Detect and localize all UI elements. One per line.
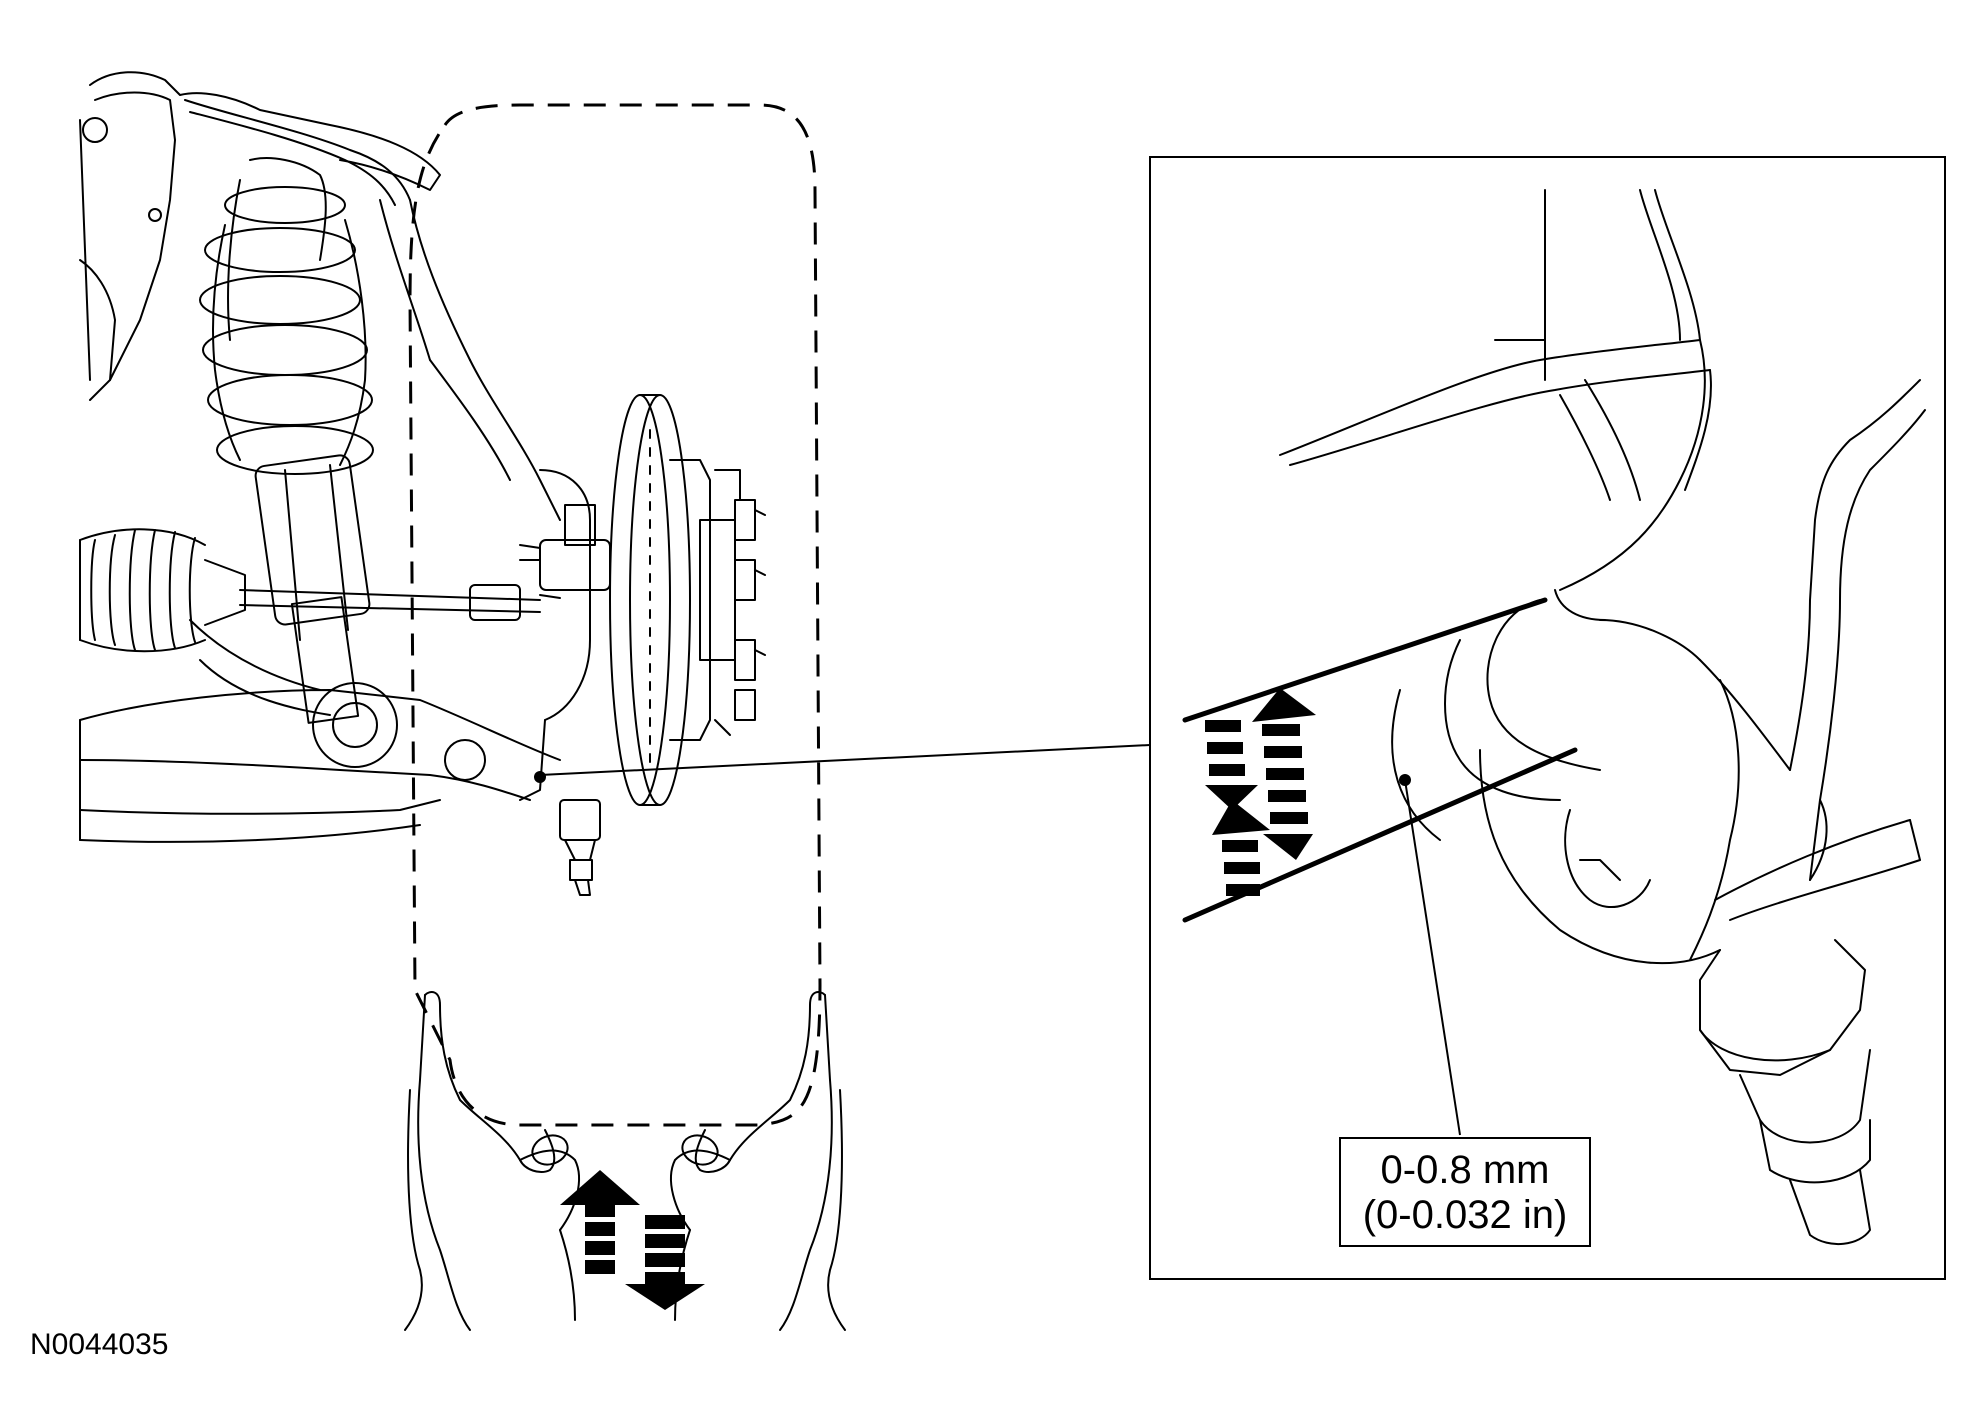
measurement-imperial: (0-0.032 in) [1363,1193,1568,1237]
measurement-callout: 0-0.8 mm (0-0.032 in) [1339,1137,1591,1247]
figure-id-label: N0044035 [30,1328,168,1361]
tire-outline-dashed [408,103,822,1127]
hands-illustration [404,991,846,1331]
measurement-leader [1404,779,1461,1136]
detail-movement-arrows-icon [1205,688,1316,896]
measurement-metric: 0-0.8 mm [1381,1148,1550,1192]
leader-line [539,744,1151,776]
leader-dot [534,771,546,783]
detail-ball-joint [1279,189,1926,1246]
suspension-assembly [79,71,766,896]
up-down-arrows-icon [560,1170,705,1310]
